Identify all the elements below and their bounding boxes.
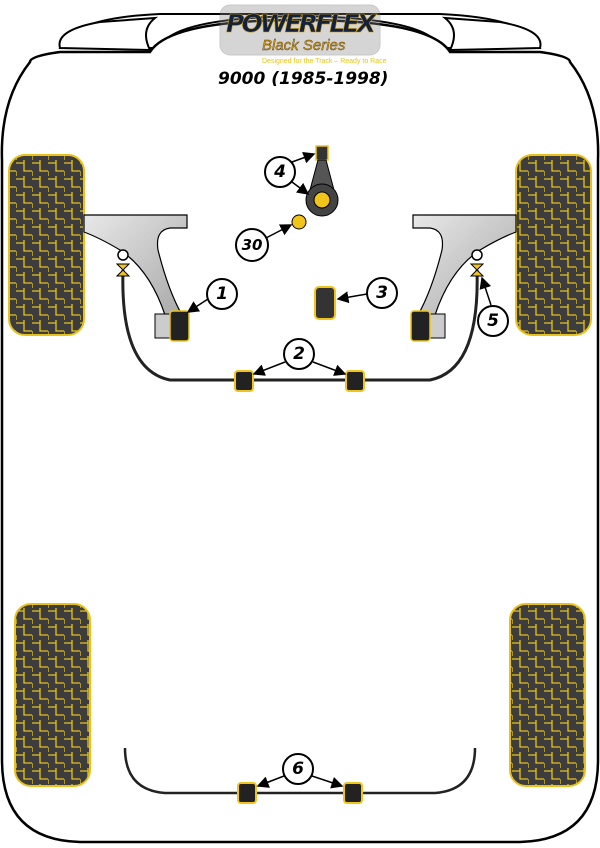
callout-4: 4 [264,156,296,188]
callout-5: 5 [477,305,509,337]
leader-4a [291,151,316,164]
left-drop-link-bush [115,263,131,277]
powerflex-logo: POWERFLEX Black Series Designed for the … [219,4,387,65]
leader-3 [336,291,368,304]
left-headlight [58,16,159,52]
callout-2: 2 [283,338,315,370]
rear-arb-bush-left [237,782,257,804]
bush-30 [291,214,307,230]
right-drop-link-joint [471,249,483,261]
vehicle-title: 9000 (1985-1998) [218,69,388,89]
engine-mount-bush [314,286,336,320]
torque-link [305,145,339,217]
car-body [0,18,600,844]
leader-6b [311,775,344,789]
right-drop-link-bush [469,263,485,277]
left-wishbone-bush [154,310,190,342]
front-arb-bush-right [345,370,365,392]
right-headlight [441,16,542,52]
svg-text:Designed for the Track – Ready: Designed for the Track – Ready to Race [262,58,387,65]
leader-2a [252,361,286,376]
rear-arb-bush-right [343,782,363,804]
leader-5 [479,276,492,306]
leader-30 [265,224,293,239]
leader-2b [312,361,347,376]
svg-text:6: 6 [292,759,304,779]
callout-30: 30 [235,228,269,262]
callout-1: 1 [206,278,238,310]
svg-text:30: 30 [242,236,263,254]
svg-text:POWERFLEX: POWERFLEX [226,9,378,38]
svg-text:1: 1 [216,284,228,304]
leader-1 [186,298,209,313]
leader-6a [256,775,285,788]
svg-text:4: 4 [273,162,286,182]
left-drop-link-joint [117,249,129,261]
right-wishbone-bush [410,310,446,342]
front-right-tire [515,154,592,336]
svg-text:3: 3 [376,283,388,303]
rear-right-tire [509,603,586,787]
front-anti-roll-bar [121,269,479,382]
front-left-tire [8,154,85,336]
svg-text:Black Series: Black Series [262,37,346,54]
front-arb-bush-left [234,370,254,392]
svg-text:2: 2 [293,344,305,364]
leader-4b [291,181,310,195]
rear-left-tire [14,603,91,787]
callout-3: 3 [366,277,398,309]
callout-6: 6 [282,753,314,785]
rear-anti-roll-bar [123,747,477,795]
svg-text:5: 5 [487,311,499,331]
